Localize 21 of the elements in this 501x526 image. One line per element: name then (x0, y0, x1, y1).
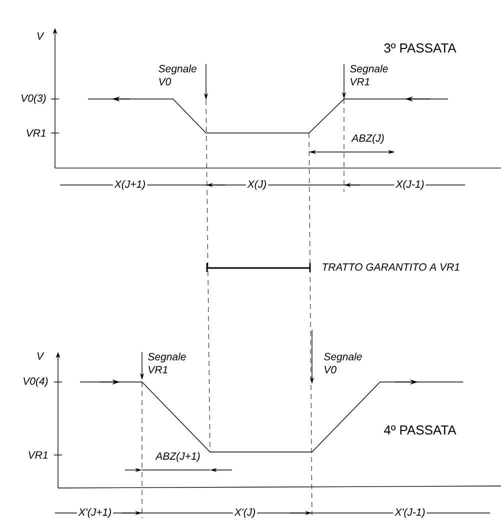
tick-label: VR1 (26, 129, 46, 137)
signal-label: Segnale VR1 (148, 352, 186, 374)
dimension-label: X'(J-1) (393, 506, 427, 520)
tick-label: VR1 (28, 451, 48, 459)
dimension-label: ABZ(J) (350, 132, 386, 146)
tick-label: V0(3) (22, 94, 46, 104)
dimension-label: ABZ(J+1) (154, 450, 202, 464)
heading: 4º PASSATA (384, 425, 456, 435)
tick-label: V0(4) (24, 377, 48, 387)
dimension-label: X(J+1) (112, 178, 148, 192)
dimension-label: X(J-1) (394, 178, 426, 192)
dimension-label: X'(J+1) (76, 506, 114, 520)
heading: 3º PASSATA (384, 43, 456, 53)
note: TRATTO GARANTITO A VR1 (320, 262, 462, 272)
dimension-label: X'(J) (232, 506, 258, 520)
signal-label: Segnale VR1 (350, 64, 388, 86)
dimension-label: X(J) (246, 178, 268, 192)
axis-label: V (37, 352, 44, 360)
signal-label: Segnale V0 (158, 64, 196, 86)
signal-label: Segnale V0 (324, 352, 362, 374)
axis-label: V (37, 32, 44, 40)
